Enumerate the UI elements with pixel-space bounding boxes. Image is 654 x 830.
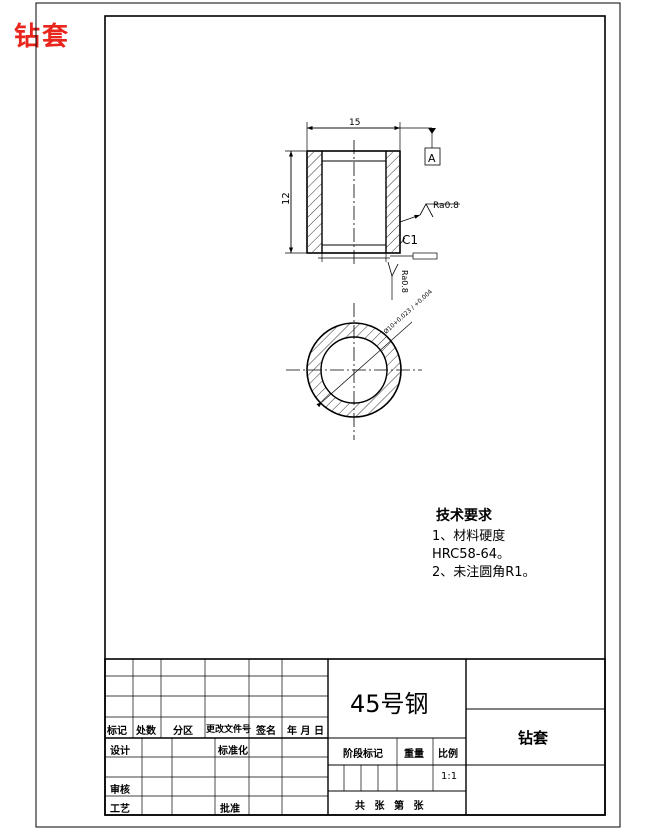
datum-label: A (428, 152, 436, 165)
tb-part-name: 钻套 (518, 729, 549, 747)
tech-req-line-1: 1、材料硬度 (432, 529, 506, 544)
tb-standardize: 标准化 (218, 746, 248, 757)
tb-process: 工艺 (110, 804, 130, 815)
dim-width: 15 (349, 118, 360, 128)
tb-scale-value: 1:1 (441, 771, 458, 782)
title-block-grid (104, 658, 606, 816)
top-view (286, 303, 422, 440)
tb-design: 设计 (110, 746, 130, 757)
tb-header-doc: 更改文件号 (206, 725, 252, 735)
tb-sheets: 共 张 第 张 (355, 801, 427, 812)
tb-header-mark: 标记 (107, 726, 127, 737)
hole-tolerance: Ø10+0.023 / +0.004 (383, 288, 434, 335)
roughness-inner: Ra0.8 (400, 270, 409, 293)
tb-scale-label: 比例 (438, 749, 458, 760)
technical-requirements: 技术要求 1、材料硬度 HRC58-64。 2、未注圆角R1。 (432, 505, 536, 582)
section-view (285, 122, 460, 300)
roughness-outer: Ra0.8 (433, 201, 459, 211)
tb-stage-mark: 阶段标记 (343, 749, 383, 760)
outer-frame (35, 2, 621, 828)
tb-approve: 批准 (220, 804, 240, 815)
dim-height: 12 (281, 192, 292, 205)
tech-req-line-2: HRC58-64。 (432, 547, 511, 562)
geometric-tolerance-frame (412, 252, 438, 260)
datum-box (424, 147, 441, 166)
drawing-title-red: 钻套 (14, 22, 71, 52)
tech-req-title: 技术要求 (436, 508, 492, 524)
tb-material: 45号钢 (350, 690, 429, 718)
tb-review: 审核 (110, 785, 130, 796)
tb-header-count: 处数 (136, 726, 156, 737)
tb-header-zone: 分区 (173, 726, 193, 737)
tb-weight: 重量 (404, 749, 424, 760)
tb-header-sign: 签名 (256, 726, 276, 737)
bushing-outline (306, 150, 401, 254)
chamfer-label: C1 (402, 233, 418, 247)
right-wall-hatch (386, 152, 399, 252)
tech-req-line-3: 2、未注圆角R1。 (432, 565, 536, 580)
tb-header-date: 年 月 日 (287, 726, 324, 737)
left-wall-hatch (308, 152, 322, 252)
